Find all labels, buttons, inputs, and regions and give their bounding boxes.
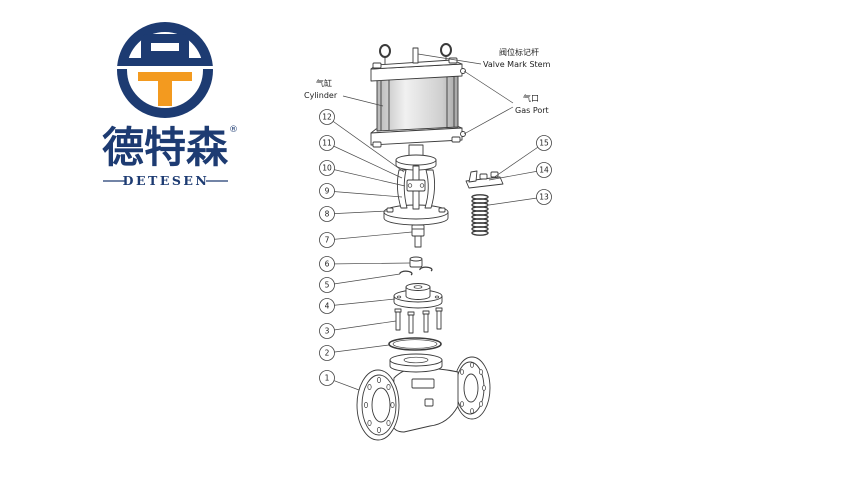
callout-7: 7 bbox=[319, 231, 413, 248]
yoke-arm-left bbox=[396, 169, 408, 209]
callout-number: 1 bbox=[325, 374, 330, 383]
label-valve-mark-stem-cn: 阀位标记杆 bbox=[499, 47, 539, 57]
callout-number: 13 bbox=[539, 193, 549, 202]
callout-1: 1 bbox=[319, 370, 360, 391]
callout-number: 11 bbox=[322, 139, 332, 148]
valve-mark-stem bbox=[412, 47, 419, 64]
logo-name-en: DETESEN bbox=[123, 173, 210, 188]
part-1-valve-body bbox=[356, 353, 491, 441]
callout-number: 9 bbox=[325, 187, 330, 196]
yoke-bottom-flange bbox=[383, 204, 449, 226]
gas-port-upper bbox=[460, 68, 466, 74]
label-cylinder-en: Cylinder bbox=[304, 91, 338, 100]
actuator-neck bbox=[408, 144, 424, 157]
part-3-bolts bbox=[394, 307, 443, 334]
logo-emblem-icon bbox=[116, 22, 214, 118]
part-5-retaining-rings bbox=[399, 266, 433, 276]
callout-number: 12 bbox=[322, 113, 332, 122]
callout-4: 4 bbox=[319, 298, 396, 314]
top-end-plate bbox=[370, 57, 463, 82]
callout-13: 13 bbox=[488, 189, 552, 206]
callout-9: 9 bbox=[319, 183, 403, 199]
logo-name-cn: 德特森 bbox=[102, 123, 229, 172]
body-boss bbox=[424, 398, 434, 407]
label-valve-mark-stem-en: Valve Mark Stem bbox=[483, 60, 551, 69]
callout-3: 3 bbox=[319, 320, 397, 339]
logo-registered-mark: ® bbox=[229, 125, 238, 135]
callout-14: 14 bbox=[488, 162, 552, 181]
callout-8: 8 bbox=[319, 206, 388, 222]
callout-number: 3 bbox=[325, 327, 330, 336]
part-15-bracket-plate bbox=[465, 170, 504, 189]
callout-15: 15 bbox=[492, 135, 552, 179]
label-cylinder: 气缸 Cylinder bbox=[304, 78, 384, 107]
part-7-valve-stem bbox=[411, 224, 425, 248]
part-4-bonnet bbox=[393, 283, 443, 309]
bonnet-seat bbox=[389, 353, 443, 373]
part-2-gasket bbox=[388, 337, 442, 351]
cylinder-tube bbox=[376, 74, 459, 132]
part-6-nut bbox=[409, 256, 423, 268]
label-gas-port-cn: 气口 bbox=[523, 93, 539, 103]
label-gas-port: 气口 Gas Port bbox=[463, 70, 549, 135]
outlet-flange bbox=[453, 356, 491, 420]
callout-11: 11 bbox=[319, 135, 403, 179]
label-gas-port-en: Gas Port bbox=[515, 106, 549, 115]
callout-2: 2 bbox=[319, 344, 390, 361]
brand-logo: 德特森 ® DETESEN bbox=[102, 22, 238, 188]
callout-number: 8 bbox=[325, 210, 330, 219]
callout-number: 4 bbox=[325, 302, 330, 311]
stem-coupling bbox=[406, 179, 426, 192]
callout-number: 10 bbox=[322, 164, 332, 173]
lifting-eye-left-icon bbox=[379, 44, 391, 66]
actuator-cylinder bbox=[370, 43, 466, 148]
callout-number: 5 bbox=[325, 281, 330, 290]
yoke-arm-right bbox=[424, 169, 436, 209]
callout-number: 15 bbox=[539, 139, 549, 148]
gas-port-lower bbox=[460, 131, 466, 137]
part-13-spring bbox=[471, 194, 489, 236]
inlet-flange bbox=[356, 369, 400, 441]
callout-10: 10 bbox=[319, 160, 406, 187]
yoke-bracket-assembly bbox=[383, 144, 449, 226]
label-valve-mark-stem: 阀位标记杆 Valve Mark Stem bbox=[417, 47, 551, 69]
body-nameplate bbox=[411, 378, 435, 389]
callout-5: 5 bbox=[319, 273, 401, 293]
callout-number: 6 bbox=[325, 260, 330, 269]
callout-number: 14 bbox=[539, 166, 549, 175]
callout-6: 6 bbox=[319, 256, 411, 272]
callout-number: 2 bbox=[325, 349, 330, 358]
callout-number: 7 bbox=[325, 236, 330, 245]
label-cylinder-cn: 气缸 bbox=[316, 78, 332, 88]
callout-12: 12 bbox=[319, 109, 405, 173]
